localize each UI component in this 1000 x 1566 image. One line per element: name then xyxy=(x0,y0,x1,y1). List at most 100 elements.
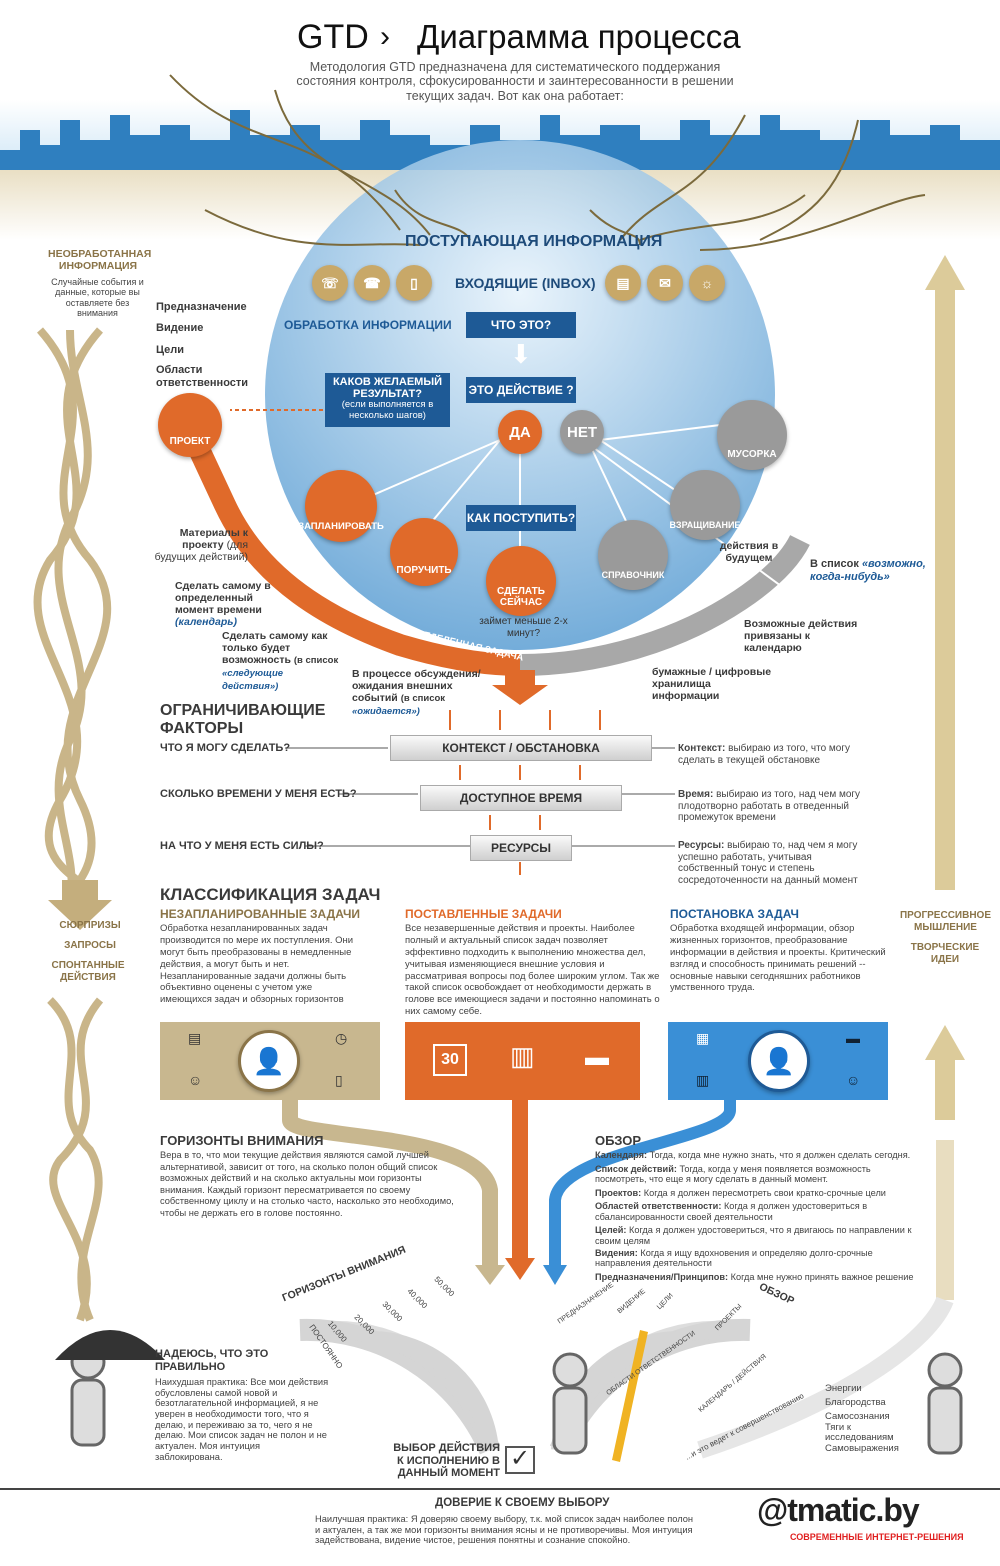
limit-term: Время: xyxy=(678,789,714,800)
review-term: Целей: xyxy=(595,1225,627,1236)
limit-desc: Контекст: выбираю из того, что могу сдел… xyxy=(678,743,858,766)
materials-title: Материалы к проекту xyxy=(179,527,248,552)
limit-question: НА ЧТО У МЕНЯ ЕСТЬ СИЛЫ? xyxy=(160,840,324,852)
waiting-list: «ожидается») xyxy=(352,706,420,718)
how-to-act-box: КАК ПОСТУПИТЬ? xyxy=(466,505,576,531)
defined-task-path xyxy=(180,425,521,676)
project-node: ПРОЕКТ xyxy=(158,393,222,457)
setting-text: Обработка входящей информации, обзор жиз… xyxy=(670,923,886,994)
braided-paths xyxy=(33,327,112,1322)
limit-text: выбираю из того, над чем могу плодотворн… xyxy=(678,789,861,823)
limit-desc: Ресурсы: выбираю то, над чем я могу успе… xyxy=(678,840,868,886)
page-subtitle: Методология GTD предназначена для систем… xyxy=(296,60,734,103)
review-desc: Тогда, когда мне нужно знать, что я долж… xyxy=(649,1150,911,1160)
atmatic-logo[interactable]: @tmatic.by xyxy=(757,1492,920,1528)
clock-icon: ◷ xyxy=(335,1030,348,1046)
someday-prefix: В список xyxy=(810,558,862,570)
review-desc: Когда я должен удостовериться в сбаланси… xyxy=(595,1201,868,1222)
inbox-sources: ☏ ☎ ▯ xyxy=(312,265,432,301)
unplanned-title: НЕЗАПЛАНИРОВАННЫЕ ЗАДАЧИ xyxy=(160,907,361,921)
classification-title: КЛАССИФИКАЦИЯ ЗАДАЧ xyxy=(160,885,381,904)
horizons-text: Вера в то, что мои текущие действия явля… xyxy=(160,1150,454,1219)
limit-term: Ресурсы: xyxy=(678,840,725,851)
storage-label: бумажные / цифровые хранилища информации xyxy=(652,666,772,703)
review-list: Календаря: Тогда, когда мне нужно знать,… xyxy=(595,1150,915,1282)
figures xyxy=(70,1344,963,1455)
improvement-item: Самовыражения xyxy=(825,1443,899,1455)
review-term: Календаря: xyxy=(595,1150,648,1160)
incoming-info-title: ПОСТУПАЮЩАЯ ИНФОРМАЦИЯ xyxy=(405,233,663,250)
unplanned-text: Обработка незапланированных задач произв… xyxy=(160,923,354,1006)
do-at-time-label: Сделать самому в определенный момент вре… xyxy=(175,580,285,628)
calendar-icon: 30 xyxy=(433,1044,467,1076)
horizon-goals: Цели xyxy=(156,344,185,356)
review-item: Список действий: Тогда, когда у меня поя… xyxy=(595,1164,915,1185)
someday-list: «возможно, когда-нибудь» xyxy=(810,558,926,583)
improvement-item: Тяги к исследованиям xyxy=(825,1422,894,1443)
fax-icon: ☎ xyxy=(354,265,390,301)
review-term: Предназначения/Принципов: xyxy=(595,1271,729,1282)
checkbox-icon: ✓ xyxy=(505,1446,535,1474)
waiting-label: В процессе обсуждения/ ожидания внешних … xyxy=(352,668,492,718)
calendar-list: (календарь) xyxy=(175,616,237,629)
is-action-box: ЭТО ДЕЙСТВИЕ ? xyxy=(466,377,576,403)
limit-desc: Время: выбираю из того, над чем могу пло… xyxy=(678,789,863,824)
review-desc: Когда мне нужно принять важное решение xyxy=(730,1271,914,1282)
attention-fan xyxy=(299,1318,751,1455)
right-progress-column xyxy=(925,255,965,890)
footer-title: ДОВЕРИЕ К СВОЕМУ ВЫБОРУ xyxy=(435,1497,610,1509)
review-item: Целей: Когда я должен удостовериться, чт… xyxy=(595,1225,915,1246)
review-term: Областей ответственности: xyxy=(595,1201,722,1212)
hope-text: Наихудшая практика: Все мои действия обу… xyxy=(155,1377,329,1462)
improvement-item: Благородства xyxy=(825,1396,886,1408)
people-icon: ☺ xyxy=(188,1072,203,1088)
review-item: Календаря: Тогда, когда мне нужно знать,… xyxy=(595,1150,915,1161)
pencil-icon xyxy=(612,1330,648,1462)
review-desc: Когда я должен удостовериться, что я дви… xyxy=(595,1225,912,1247)
assigned-text: Все незавершенные действия и проекты. На… xyxy=(405,923,660,1018)
person-icon: 👤 xyxy=(238,1030,300,1092)
limit-text: выбираю то, над чем я могу успешно работ… xyxy=(678,840,858,886)
lightbulb-icon: ☼ xyxy=(689,265,725,301)
footer-text: Наилучшая практика: Я доверяю своему выб… xyxy=(315,1514,694,1546)
review-desc: Когда я должен пересмотреть свои кратко-… xyxy=(643,1187,886,1198)
context-bar: КОНТЕКСТ / ОБСТАНОВКА xyxy=(390,735,652,761)
hope-title: НАДЕЮСЬ, ЧТО ЭТО ПРАВИЛЬНО xyxy=(155,1348,269,1373)
nonaction-path xyxy=(519,534,810,676)
surprises-label: СЮРПРИЗЫ xyxy=(59,920,121,931)
unplanned-panel: 👤 ▤ ◷ ☺ ▯ xyxy=(160,1022,380,1100)
requests-label: ЗАПРОСЫ xyxy=(64,940,116,951)
improvement-item: Энергии xyxy=(825,1383,862,1394)
review-desc: Тогда, когда у меня появляется возможнос… xyxy=(595,1163,871,1185)
assigned-panel: 30 ▥ ▬ xyxy=(405,1022,640,1100)
chevron-right-icon: › xyxy=(380,20,390,53)
raw-info-title: НЕОБРАБОТАННАЯ ИНФОРМАЦИЯ xyxy=(48,248,152,273)
arrow-down-icon: ⬇ xyxy=(510,339,532,369)
calendar-bound-label: Возможные действия привязаны к календарю xyxy=(744,618,858,655)
incubate-node: ВЗРАЩИВАНИЕ xyxy=(670,470,740,540)
review-term: Проектов: xyxy=(595,1187,642,1198)
waiting-text: В процессе обсуждения/ ожидания внешних … xyxy=(352,668,481,705)
resources-bar: РЕСУРСЫ xyxy=(470,835,572,861)
horizon-purpose: Предназначение xyxy=(156,301,247,313)
horizon-areas: Области ответственности xyxy=(156,364,249,389)
trash-node: МУСОРКА xyxy=(717,400,787,470)
processing-label: ОБРАБОТКА ИНФОРМАЦИИ xyxy=(284,318,452,332)
do-at-time-text: Сделать самому в определенный момент вре… xyxy=(175,580,271,617)
improvement-list: Энергии Благородства Самосознания Тяги к… xyxy=(825,1382,915,1456)
horizon-vision: Видение xyxy=(156,322,204,334)
materials-note: (для будущих действий) xyxy=(154,539,248,564)
choice-label: ВЫБОР ДЕЙСТВИЯ К ИСПОЛНЕНИЮ В ДАННЫЙ МОМ… xyxy=(393,1442,500,1480)
improvement-item: Самосознания xyxy=(825,1410,890,1422)
schedule-node: ЗАПЛАНИРОВАТЬ xyxy=(298,470,384,542)
limit-term: Контекст: xyxy=(678,743,726,754)
city-skyline xyxy=(0,110,1000,170)
limits-title: ОГРАНИЧИВАЮЩИЕ ФАКТОРЫ xyxy=(160,702,326,738)
page-title: Диаграмма процесса xyxy=(417,18,741,55)
phone-icon: ☏ xyxy=(312,265,348,301)
folder-icon: ▬ xyxy=(585,1044,609,1071)
limit-question: ЧТО Я МОГУ СДЕЛАТЬ? xyxy=(160,742,291,754)
reference-node: СПРАВОЧНИК xyxy=(598,520,668,590)
document-icon: ▤ xyxy=(605,265,641,301)
task-setting-panel: 👤 ▦ ▬ ▥ ☺ xyxy=(668,1022,888,1100)
